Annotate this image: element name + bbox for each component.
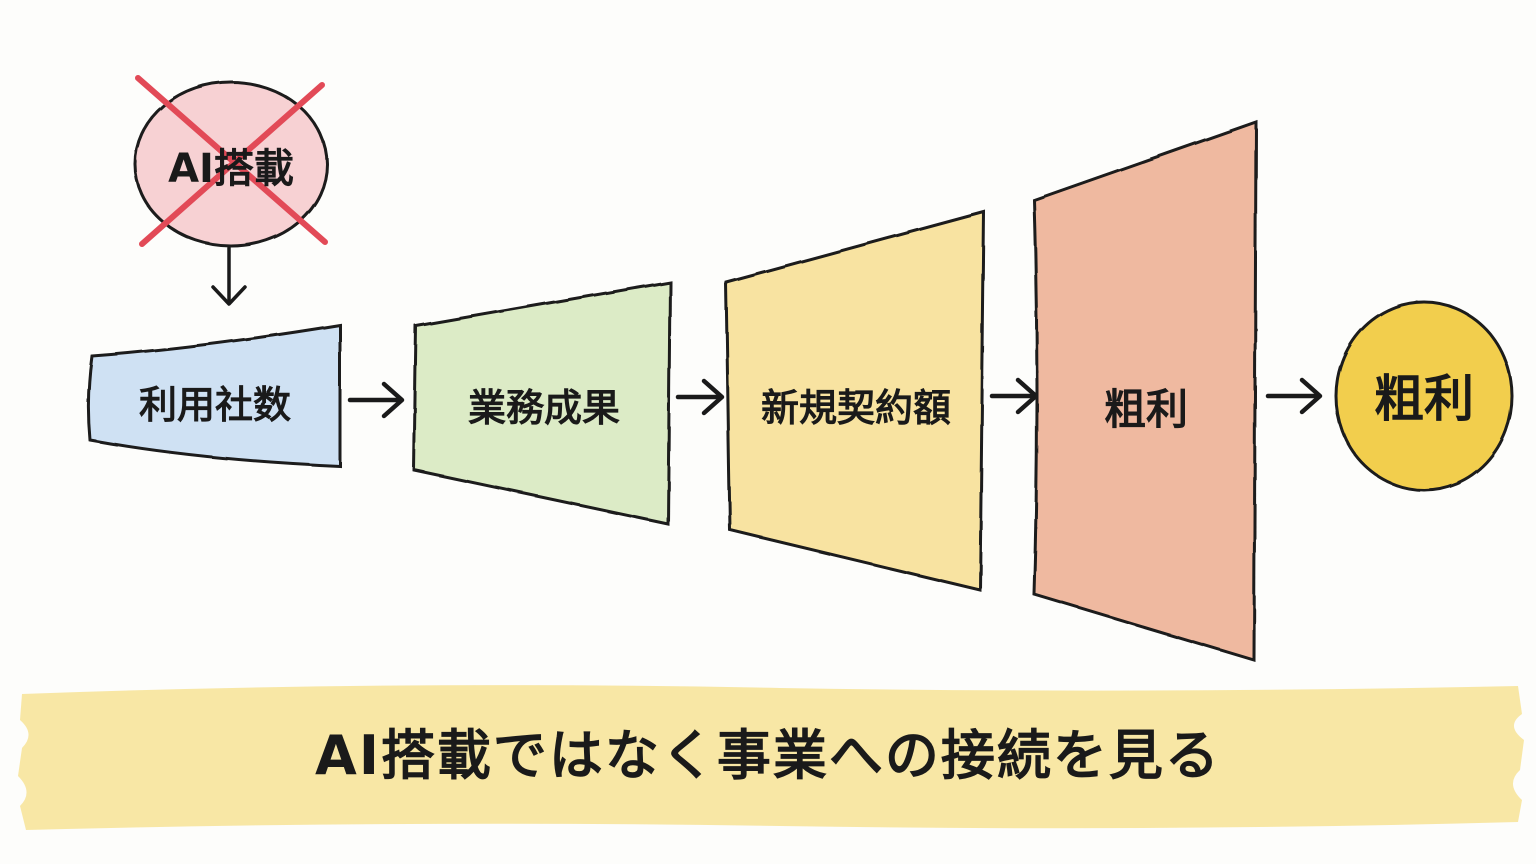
arrow-right-icon [347, 381, 405, 419]
arrow-right-icon [675, 378, 725, 416]
step-1-label: 利用社数 [138, 382, 291, 427]
step-2-label: 業務成果 [467, 385, 620, 430]
step-4-box [1032, 119, 1258, 663]
step-3-label: 新規契約額 [760, 385, 951, 430]
result-label: 粗利 [1374, 370, 1474, 428]
banner-text: AI搭載ではなく事業への接続を見る [315, 723, 1221, 787]
step-4-label: 粗利 [1103, 384, 1188, 434]
step-3-box [724, 210, 986, 592]
step-2-box [412, 280, 672, 526]
crossed-ai-label: AI搭載 [168, 146, 294, 192]
cross-icon [135, 75, 328, 247]
banner-stroke [18, 685, 1524, 830]
arrow-down-icon [211, 246, 247, 306]
arrow-right-icon [1265, 377, 1323, 415]
arrow-right-icon [989, 377, 1039, 415]
step-1-box [86, 323, 342, 468]
result-circle [1334, 300, 1514, 492]
